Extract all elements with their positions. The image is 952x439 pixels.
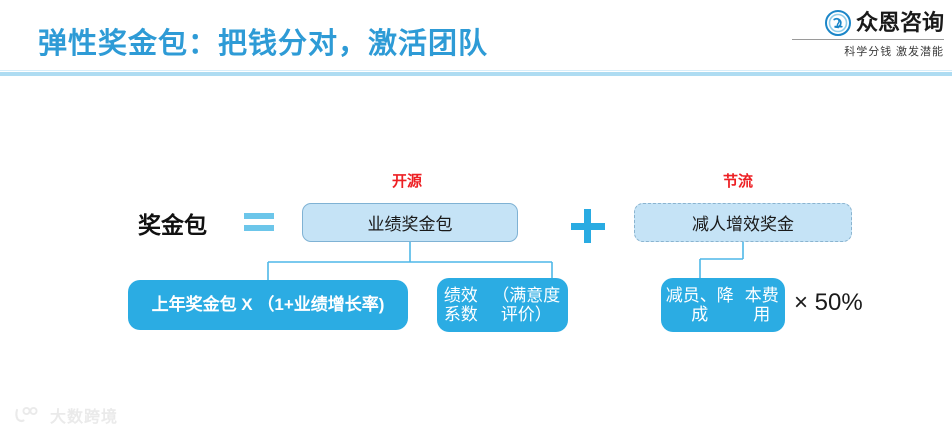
header-divider (0, 72, 952, 76)
watermark: 大数跨境 (14, 403, 118, 427)
circular-emblem-icon (824, 10, 851, 36)
logo-row: 众恩咨询 (792, 10, 944, 36)
logo-company-name: 众恩咨询 (855, 10, 944, 35)
node-line: 减员、降成 (665, 285, 734, 324)
watermark-text: 大数跨境 (50, 409, 119, 426)
node-line: （满意度评价） (492, 285, 561, 324)
header-divider-thin (0, 70, 952, 71)
node-performance-coefficient[interactable]: 绩效系数 （满意度评价） (437, 278, 568, 332)
node-line: 本费用 (744, 285, 779, 324)
node-performance-bonus-pool[interactable]: 业绩奖金包 (302, 203, 518, 242)
node-cost-reduction[interactable]: 减员、降成 本费用 (661, 278, 785, 332)
section-label-revenue-growth: 开源 (392, 173, 423, 190)
node-headcount-efficiency-bonus[interactable]: 减人增效奖金 (634, 203, 852, 242)
equals-sign-icon (244, 213, 274, 233)
plus-sign-icon (571, 209, 605, 243)
node-growth-formula[interactable]: 上年奖金包 X （1+业绩增长率) (128, 280, 408, 330)
paw-logo-icon (14, 406, 44, 424)
node-line: 绩效系数 (443, 285, 478, 324)
brand-logo: 众恩咨询 科学分钱 激发潜能 (792, 10, 944, 59)
section-label-cost-saving: 节流 (723, 173, 754, 190)
logo-tagline: 科学分钱 激发潜能 (844, 46, 944, 58)
multiplier-value: × 50% (794, 289, 863, 316)
logo-divider (792, 39, 944, 40)
root-node-label: 奖金包 (138, 212, 207, 238)
page-title: 弹性奖金包：把钱分对，激活团队 (38, 28, 489, 60)
